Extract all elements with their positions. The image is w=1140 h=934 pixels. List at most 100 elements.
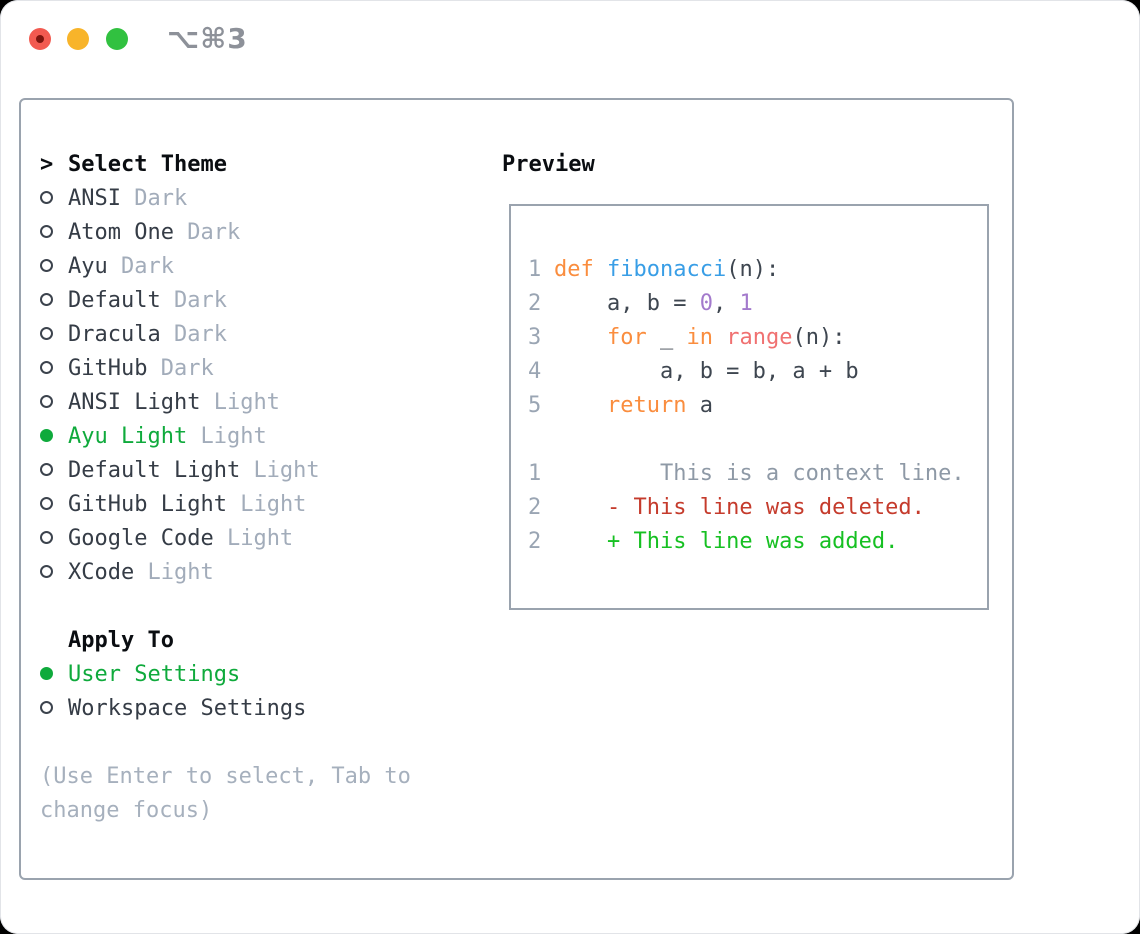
theme-option-ansi-light[interactable]: ANSI Light Light bbox=[40, 386, 411, 420]
line-number: 3 bbox=[528, 325, 542, 350]
theme-name: GitHub bbox=[68, 356, 148, 381]
radio-unselected-icon bbox=[40, 259, 53, 272]
code-token: 1 bbox=[739, 291, 753, 316]
code-line: 3 for _ in range(n): bbox=[528, 321, 987, 355]
theme-option-github[interactable]: GitHub Dark bbox=[40, 352, 411, 386]
close-button[interactable] bbox=[29, 28, 51, 50]
code-line bbox=[528, 423, 987, 457]
code-token: _ bbox=[646, 325, 687, 350]
code-line: 5 return a bbox=[528, 389, 987, 423]
radio-selected-icon bbox=[40, 429, 53, 442]
radio-selected-icon bbox=[40, 667, 53, 680]
apply-option-workspace-settings[interactable]: Workspace Settings bbox=[40, 692, 411, 726]
code-token: , bbox=[712, 291, 740, 316]
help-text-line2: change focus) bbox=[40, 798, 213, 823]
code-token: for bbox=[606, 325, 647, 350]
code-token: + This line was added. bbox=[554, 529, 899, 554]
theme-name: ANSI Light bbox=[68, 390, 201, 415]
theme-name: Dracula bbox=[68, 322, 161, 347]
theme-option-ayu-light[interactable]: Ayu Light Light bbox=[40, 420, 411, 454]
code-token: in bbox=[686, 325, 713, 350]
radio-unselected-icon bbox=[40, 361, 53, 374]
code-token: (n): bbox=[726, 257, 780, 282]
theme-option-ayu[interactable]: Ayu Dark bbox=[40, 250, 411, 284]
radio-unselected-icon bbox=[40, 463, 53, 476]
theme-variant-badge: Dark bbox=[173, 288, 227, 313]
code-token: def bbox=[554, 257, 607, 282]
theme-name: Ayu Light bbox=[68, 424, 188, 449]
code-token: a, b = bbox=[554, 291, 700, 316]
code-line: 2 - This line was deleted. bbox=[528, 491, 987, 525]
zoom-button[interactable] bbox=[106, 28, 128, 50]
theme-option-atom-one[interactable]: Atom One Dark bbox=[40, 216, 411, 250]
theme-variant-badge: Light bbox=[240, 492, 307, 517]
code-line: 1 def fibonacci(n): bbox=[528, 253, 987, 287]
theme-option-google-code[interactable]: Google Code Light bbox=[40, 522, 411, 556]
line-number: 2 bbox=[528, 529, 542, 554]
apply-option-label: User Settings bbox=[68, 662, 241, 687]
theme-name: Atom One bbox=[68, 220, 174, 245]
theme-name: Ayu bbox=[68, 254, 108, 279]
line-number: 5 bbox=[528, 393, 542, 418]
select-theme-header-label: Select Theme bbox=[68, 152, 227, 177]
theme-option-ansi[interactable]: ANSI Dark bbox=[40, 182, 411, 216]
theme-variant-badge: Dark bbox=[173, 322, 227, 347]
theme-option-dracula[interactable]: Dracula Dark bbox=[40, 318, 411, 352]
help-text-line1: (Use Enter to select, Tab to bbox=[40, 764, 411, 789]
theme-variant-badge: Dark bbox=[160, 356, 214, 381]
radio-unselected-icon bbox=[40, 701, 53, 714]
code-token bbox=[554, 325, 607, 350]
theme-variant-badge: Light bbox=[253, 458, 320, 483]
line-number: 1 bbox=[528, 461, 542, 486]
theme-variant-badge: Dark bbox=[121, 254, 174, 279]
radio-unselected-icon bbox=[40, 327, 53, 340]
code-token: This is a context line. bbox=[554, 461, 965, 486]
line-number: 2 bbox=[528, 291, 542, 316]
radio-unselected-icon bbox=[40, 225, 53, 238]
code-token: return bbox=[606, 393, 687, 418]
theme-variant-badge: Light bbox=[147, 560, 214, 585]
select-theme-header: > Select Theme bbox=[40, 148, 411, 182]
line-number: 1 bbox=[528, 257, 542, 282]
theme-variant-badge: Dark bbox=[134, 186, 188, 211]
code-line: 2 + This line was added. bbox=[528, 525, 987, 559]
radio-unselected-icon bbox=[40, 565, 53, 578]
line-number: 2 bbox=[528, 495, 542, 520]
code-line: 1 This is a context line. bbox=[528, 457, 987, 491]
minimize-button[interactable] bbox=[67, 28, 89, 50]
radio-unselected-icon bbox=[40, 293, 53, 306]
code-token: fibonacci bbox=[606, 257, 727, 282]
code-token bbox=[713, 325, 726, 350]
theme-option-github-light[interactable]: GitHub Light Light bbox=[40, 488, 411, 522]
theme-name: Default bbox=[68, 288, 161, 313]
radio-unselected-icon bbox=[40, 497, 53, 510]
theme-option-default[interactable]: Default Dark bbox=[40, 284, 411, 318]
radio-unselected-icon bbox=[40, 531, 53, 544]
code-token: (n): bbox=[792, 325, 846, 350]
preview-header: Preview bbox=[502, 152, 595, 177]
code-token: range bbox=[726, 325, 793, 350]
code-token: a, b = b, a + b bbox=[554, 359, 859, 384]
apply-option-user-settings[interactable]: User Settings bbox=[40, 658, 411, 692]
theme-option-xcode[interactable]: XCode Light bbox=[40, 556, 411, 590]
theme-variant-badge: Light bbox=[200, 424, 267, 449]
theme-name: GitHub Light bbox=[68, 492, 227, 517]
theme-name: Google Code bbox=[68, 526, 214, 551]
theme-name: Default Light bbox=[68, 458, 241, 483]
line-number: 4 bbox=[528, 359, 542, 384]
theme-variant-badge: Light bbox=[213, 390, 280, 415]
theme-name: XCode bbox=[68, 560, 135, 585]
theme-variant-badge: Light bbox=[226, 526, 294, 551]
spacer-row bbox=[40, 726, 411, 760]
keyboard-shortcut-label: ⌥⌘3 bbox=[167, 22, 248, 55]
code-line: 4 a, b = b, a + b bbox=[528, 355, 987, 389]
theme-option-default-light[interactable]: Default Light Light bbox=[40, 454, 411, 488]
prompt-caret: > bbox=[40, 152, 54, 177]
theme-name: ANSI bbox=[68, 186, 121, 211]
theme-variant-badge: Dark bbox=[187, 220, 241, 245]
